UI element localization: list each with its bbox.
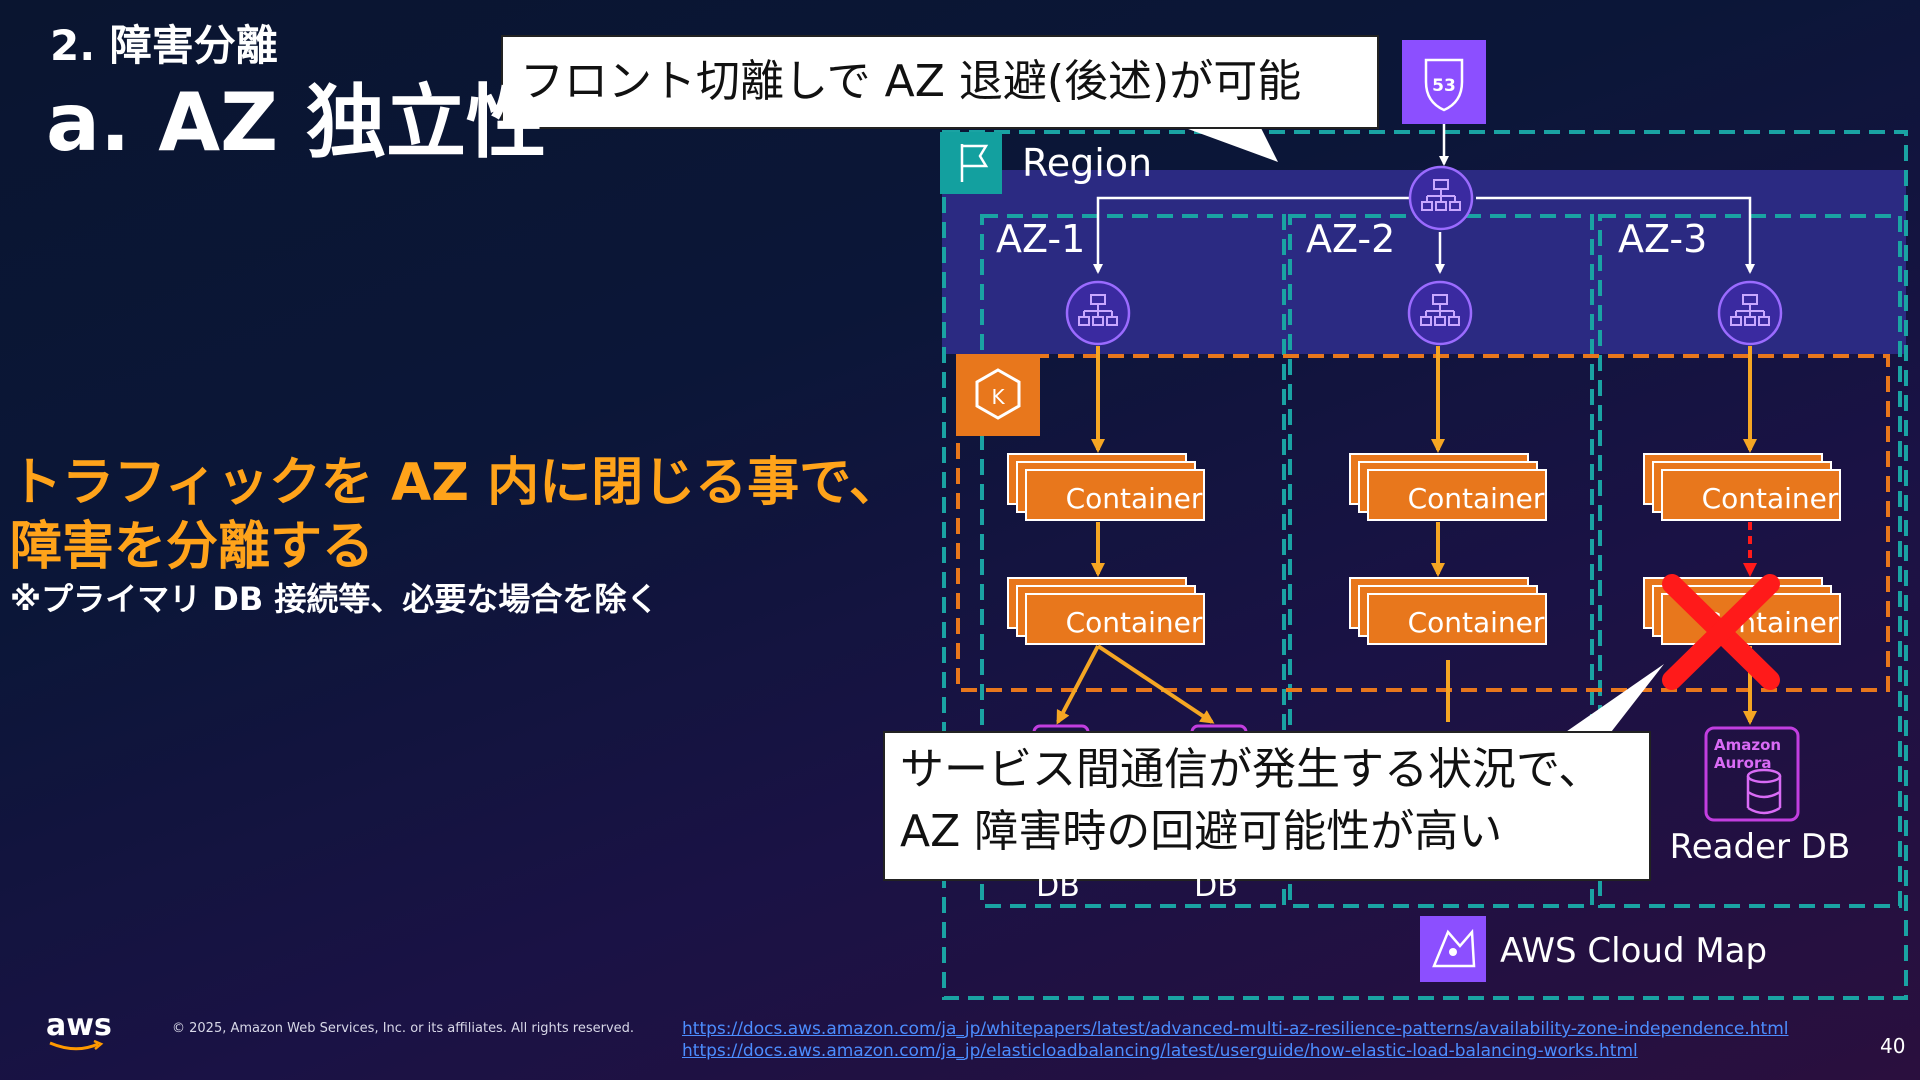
- svg-text:フロント切離しで AZ 退避(後述)が可能: フロント切離しで AZ 退避(後述)が可能: [520, 56, 1301, 107]
- aws-logo: aws: [46, 1008, 112, 1043]
- headline-line-1: トラフィックを AZ 内に閉じる事で、: [10, 453, 902, 513]
- container-stack-az1-top: Container: [1007, 453, 1205, 521]
- svg-text:サービス間通信が発生する状況で、: サービス間通信が発生する状況で、: [900, 744, 1602, 795]
- db-label-partial-2: DB: [1194, 869, 1238, 904]
- svg-text:Container: Container: [1702, 482, 1839, 515]
- regional-load-balancer-icon: [1408, 165, 1474, 231]
- failure-x-icon: [1662, 574, 1780, 690]
- svg-text:Container: Container: [1408, 482, 1545, 515]
- load-balancer-icon-az2: [1407, 280, 1473, 346]
- load-balancer-icon-az3: [1717, 280, 1783, 346]
- page-number: 40: [1880, 1034, 1906, 1058]
- load-balancer-icon-az1: [1065, 280, 1131, 346]
- headline-line-2: 障害を分離する: [10, 517, 375, 577]
- callout-top: フロント切離しで AZ 退避(後述)が可能: [501, 35, 1379, 162]
- aurora-icon: Amazon Aurora: [1704, 726, 1800, 822]
- reference-link-2[interactable]: https://docs.aws.amazon.com/ja_jp/elasti…: [682, 1041, 1638, 1061]
- az-box-1: [980, 214, 1286, 908]
- db-label-partial-1: DB: [1036, 869, 1080, 904]
- svg-text:Aurora: Aurora: [1714, 754, 1772, 772]
- slide-title: a. AZ 独立性: [46, 76, 546, 169]
- container-stack-az3-top: Container: [1643, 453, 1841, 521]
- region-flag-icon: [940, 132, 1002, 194]
- eks-icon: [956, 354, 1040, 436]
- svg-text:AZ 障害時の回避可能性が高い: AZ 障害時の回避可能性が高い: [900, 806, 1502, 857]
- region-box: [942, 130, 1908, 1000]
- svg-text:Amazon: Amazon: [1714, 736, 1781, 754]
- aws-smile-icon: [49, 1040, 104, 1051]
- region-label: Region: [1022, 141, 1152, 185]
- section-heading: 2. 障害分離: [50, 21, 278, 70]
- reference-link-1[interactable]: https://docs.aws.amazon.com/ja_jp/whitep…: [682, 1019, 1789, 1039]
- container-stack-az2-bottom: Container: [1349, 577, 1547, 645]
- az-label-1: AZ-1: [996, 217, 1085, 261]
- eks-cluster-box: [956, 354, 1890, 692]
- svg-text:53: 53: [1432, 76, 1456, 96]
- az-label-3: AZ-3: [1618, 217, 1707, 261]
- headline-note: ※プライマリ DB 接続等、必要な場合を除く: [10, 580, 659, 618]
- cloud-map-label: AWS Cloud Map: [1500, 931, 1767, 971]
- reader-db-label: Reader DB: [1670, 827, 1851, 867]
- callout-bottom: サービス間通信が発生する状況で、 AZ 障害時の回避可能性が高い: [883, 664, 1664, 881]
- svg-text:K: K: [991, 385, 1005, 409]
- svg-text:Container: Container: [1408, 606, 1545, 639]
- svg-text:Container: Container: [1066, 606, 1203, 639]
- container-stack-az1-bottom: Container: [1007, 577, 1205, 645]
- svg-text:Container: Container: [1066, 482, 1203, 515]
- az-label-2: AZ-2: [1306, 217, 1395, 261]
- container-stack-az2-top: Container: [1349, 453, 1547, 521]
- copyright-text: © 2025, Amazon Web Services, Inc. or its…: [172, 1021, 635, 1036]
